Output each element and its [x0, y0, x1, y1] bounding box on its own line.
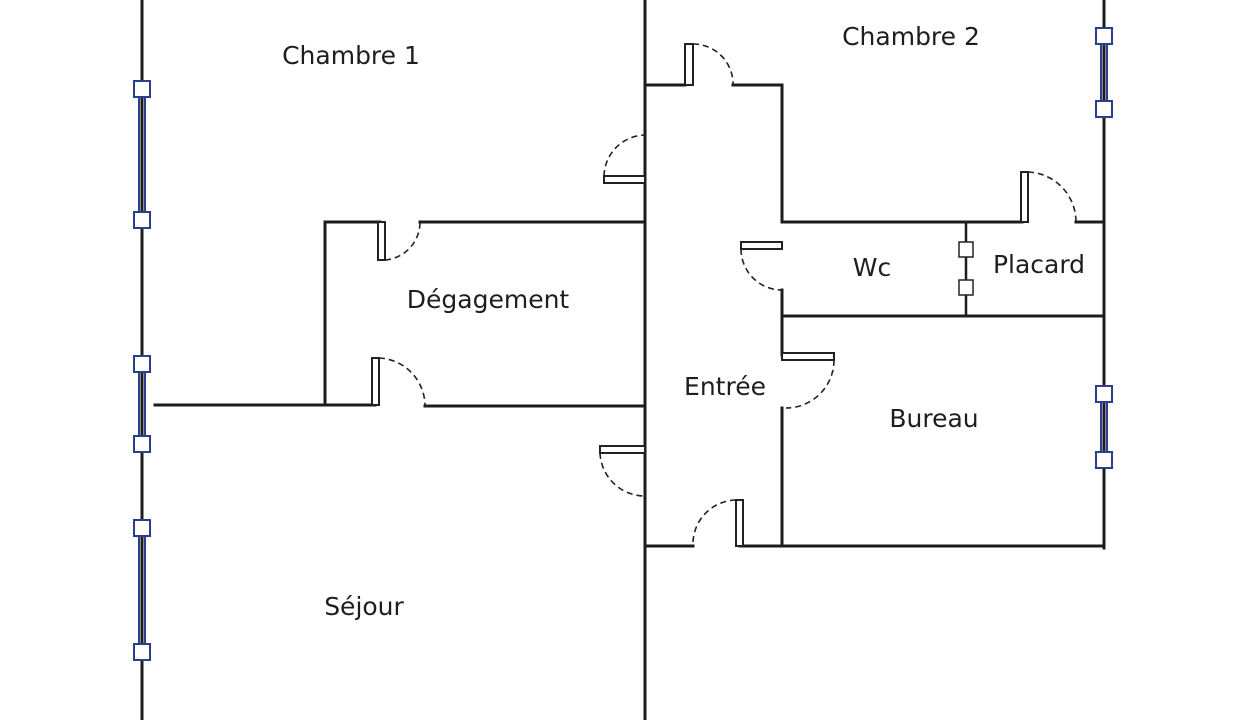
door-placard[interactable]: [1020, 171, 1077, 223]
windows: [133, 27, 1113, 661]
door-degagement-bottom[interactable]: [371, 357, 426, 407]
label-bureau: Bureau: [889, 404, 978, 433]
walls: [140, 0, 1106, 720]
sliding-partition-wc-placard: [958, 241, 974, 296]
window-sejour: [133, 519, 151, 661]
room-labels: Chambre 1 Chambre 2 Dégagement Entrée Wc…: [282, 22, 1085, 621]
label-chambre-2: Chambre 2: [842, 22, 980, 51]
window-chambre1: [133, 80, 151, 229]
label-sejour: Séjour: [324, 592, 404, 621]
door-degagement-top[interactable]: [377, 221, 421, 261]
wall-degagement-top: [323, 220, 382, 407]
label-placard: Placard: [993, 250, 1085, 279]
wall-entree-top-right: [731, 83, 784, 224]
door-chambre1[interactable]: [603, 134, 646, 184]
label-degagement: Dégagement: [407, 285, 570, 314]
door-entrance[interactable]: [692, 499, 744, 547]
door-wc[interactable]: [740, 241, 783, 291]
window-chambre2: [1095, 27, 1113, 118]
door-bureau[interactable]: [781, 352, 835, 409]
door-chambre2[interactable]: [684, 43, 734, 86]
doors: [371, 43, 1077, 547]
label-entree: Entrée: [684, 372, 766, 401]
door-sejour[interactable]: [599, 445, 646, 497]
window-bureau: [1095, 385, 1113, 469]
label-wc: Wc: [853, 253, 891, 282]
label-chambre-1: Chambre 1: [282, 41, 420, 70]
window-degagement-left: [133, 355, 151, 453]
